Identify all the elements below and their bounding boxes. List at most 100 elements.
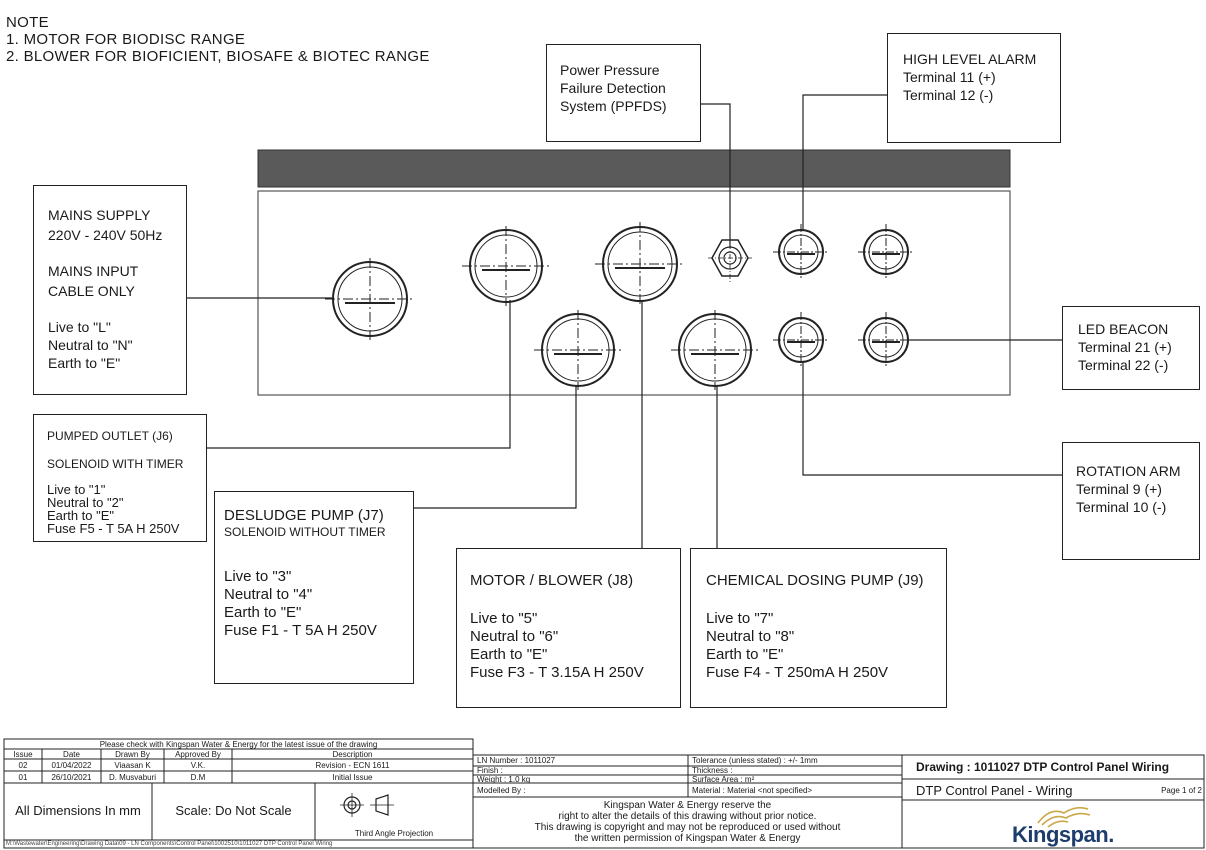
callout-led-beacon: LED BEACON Terminal 21 (+) Terminal 22 (… [1062, 306, 1200, 390]
gland-mains [325, 258, 415, 340]
callout-rotation-arm: ROTATION ARM Terminal 9 (+) Terminal 10 … [1062, 442, 1200, 560]
mains-line-3: MAINS INPUT [48, 263, 139, 279]
rev-row-2-description: Initial Issue [332, 773, 373, 782]
disclaimer-line-2: right to alter the details of this drawi… [558, 811, 817, 822]
rev-header-date: Date [63, 750, 80, 759]
page-number: Page 1 of 2 [1161, 786, 1202, 795]
scale-note: Scale: Do Not Scale [175, 803, 292, 818]
copyright-disclaimer: Kingspan Water & Energy reserve the righ… [473, 800, 902, 844]
motor-line-2: Live to "5" [470, 610, 538, 627]
notes-title: NOTE [6, 14, 49, 31]
projection-note: Third Angle Projection [354, 829, 434, 838]
ln-number: LN Number : 1011027 [477, 756, 556, 765]
chemical-line-4: Earth to "E" [706, 646, 784, 663]
disclaimer-line-4: the written permission of Kingspan Water… [574, 833, 801, 844]
rev-header-approved-by: Approved By [175, 750, 221, 759]
ppfds-line-2: Failure Detection [560, 80, 666, 96]
ppfds-line-1: Power Pressure [560, 62, 660, 78]
pumped-line-1: PUMPED OUTLET (J6) [47, 429, 173, 443]
rotation-line-2: Terminal 9 (+) [1076, 481, 1162, 497]
callout-desludge-pump: DESLUDGE PUMP (J7) SOLENOID WITHOUT TIME… [214, 491, 414, 684]
rev-header-issue: Issue [13, 750, 33, 759]
title-check-notice: Please check with Kingspan Water & Energ… [99, 740, 378, 749]
leader-desludge [414, 386, 577, 509]
gland-chemical [671, 310, 759, 390]
file-path: M:\Wastewater\Engineering\Drawing Data\0… [6, 841, 333, 847]
rev-header-description: Description [332, 750, 373, 759]
callout-high-level-alarm: HIGH LEVEL ALARM Terminal 11 (+) Termina… [887, 33, 1061, 143]
rev-row-2-approved-by: D.M [190, 773, 206, 782]
desludge-line-6: Fuse F1 - T 5A H 250V [224, 622, 377, 639]
motor-line-5: Fuse F3 - T 3.15A H 250V [470, 664, 644, 681]
desludge-line-1: DESLUDGE PUMP (J7) [224, 507, 384, 524]
drawing-subtitle: DTP Control Panel - Wiring [916, 783, 1073, 798]
callout-motor-blower: MOTOR / BLOWER (J8) Live to "5" Neutral … [456, 548, 681, 708]
gland-spare [858, 224, 914, 280]
ppfds-line-3: System (PPFDS) [560, 98, 667, 114]
tolerance: Tolerance (unless stated) : +/- 1mm [692, 756, 818, 765]
mains-line-7: Earth to "E" [48, 355, 121, 371]
gland-high-level-alarm [773, 224, 829, 280]
rotation-line-1: ROTATION ARM [1076, 463, 1181, 479]
motor-line-3: Neutral to "6" [470, 628, 559, 645]
leader-pumped-outlet [207, 300, 511, 449]
hla-line-1: HIGH LEVEL ALARM [903, 51, 1037, 67]
modelled-by: Modelled By : [477, 786, 526, 795]
mains-line-5: Live to "L" [48, 319, 111, 335]
disclaimer-line-1: Kingspan Water & Energy reserve the [603, 800, 772, 811]
pumped-line-2: SOLENOID WITH TIMER [47, 457, 184, 471]
mains-line-2: 220V - 240V 50Hz [48, 227, 163, 243]
led-line-1: LED BEACON [1078, 321, 1169, 337]
motor-line-4: Earth to "E" [470, 646, 548, 663]
desludge-line-3: Live to "3" [224, 568, 292, 585]
rotation-line-3: Terminal 10 (-) [1076, 499, 1167, 515]
desludge-line-2: SOLENOID WITHOUT TIMER [224, 525, 386, 539]
pumped-line-4: Neutral to "2" [47, 495, 124, 510]
kingspan-brand: Kingspan. [1012, 822, 1114, 847]
drawing-title: Drawing : 1011027 DTP Control Panel Wiri… [916, 760, 1170, 774]
rev-row-2-drawn-by: D. Musvaburi [108, 773, 157, 782]
gland-rotation-arm [773, 312, 829, 368]
rev-header-drawn-by: Drawn By [115, 750, 150, 759]
thickness: Thickness : [692, 766, 733, 775]
leader-high-level-alarm [802, 94, 887, 230]
mains-line-4: CABLE ONLY [48, 283, 135, 299]
kingspan-logo-icon [1037, 806, 1091, 828]
finish: Finish : [477, 766, 503, 775]
weight: Weight : 1.0 kg [477, 775, 531, 784]
note-item-1: 1. MOTOR FOR BIODISC RANGE [6, 31, 246, 48]
material: Material : Material <not specified> [692, 786, 813, 795]
rev-row-2-issue: 01 [18, 773, 28, 782]
enclosure-lid [257, 149, 1011, 188]
chemical-line-2: Live to "7" [706, 610, 774, 627]
rev-row-1-drawn-by: Viaasan K [114, 761, 151, 770]
pumped-line-6: Fuse F5 - T 5A H 250V [47, 521, 180, 536]
disclaimer-line-3: This drawing is copyright and may not be… [534, 822, 841, 833]
led-line-2: Terminal 21 (+) [1078, 339, 1172, 355]
led-line-3: Terminal 22 (-) [1078, 357, 1169, 373]
desludge-line-5: Earth to "E" [224, 604, 302, 621]
gland-desludge [534, 310, 622, 390]
desludge-line-4: Neutral to "4" [224, 586, 313, 603]
mains-line-6: Neutral to "N" [48, 337, 133, 353]
rev-row-1-description: Revision - ECN 1611 [315, 761, 390, 770]
pumped-line-3: Live to "1" [47, 482, 106, 497]
dimensions-note: All Dimensions In mm [15, 803, 141, 818]
notes: NOTE 1. MOTOR FOR BIODISC RANGE 2. BLOWE… [6, 14, 430, 65]
hla-line-3: Terminal 12 (-) [903, 87, 994, 103]
chemical-line-5: Fuse F4 - T 250mA H 250V [706, 664, 889, 681]
rev-row-2-date: 26/10/2021 [51, 773, 92, 782]
callout-ppfds: Power Pressure Failure Detection System … [546, 44, 701, 142]
third-angle-projection-icon [340, 793, 394, 817]
pumped-line-5: Earth to "E" [47, 508, 115, 523]
leader-rotation-arm [802, 362, 1062, 476]
gland-pumped-outlet [462, 226, 550, 306]
chemical-line-1: CHEMICAL DOSING PUMP (J9) [706, 572, 924, 589]
note-item-2: 2. BLOWER FOR BIOFICIENT, BIOSAFE & BIOT… [6, 48, 430, 65]
chemical-line-3: Neutral to "8" [706, 628, 795, 645]
rev-row-1-date: 01/04/2022 [51, 761, 92, 770]
gland-motor-blower [595, 222, 685, 306]
